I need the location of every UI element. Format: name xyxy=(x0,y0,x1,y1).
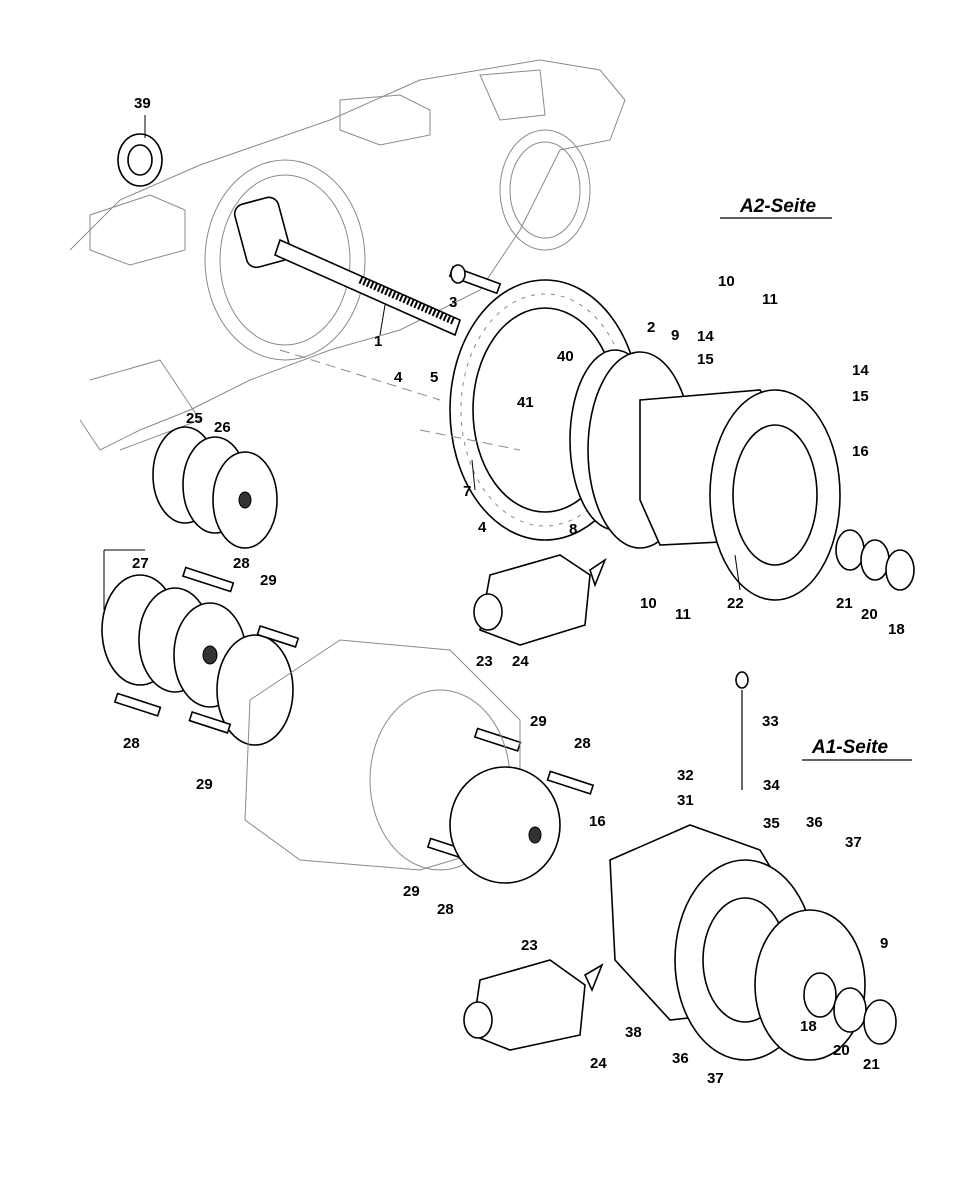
leader-lines xyxy=(279,349,521,451)
callout-35: 35 xyxy=(763,815,780,832)
callout-4: 4 xyxy=(478,519,487,536)
callout-36: 36 xyxy=(806,814,823,831)
callout-29: 29 xyxy=(530,713,547,730)
callout-15: 15 xyxy=(697,351,714,368)
callout-28: 28 xyxy=(437,901,454,918)
motor-23-a1 xyxy=(463,959,604,1051)
side-label-a2: A2-Seite xyxy=(720,196,832,219)
callouts: 39 3 1 2 9 40 41 4 5 10 11 14 15 14 15 1… xyxy=(123,95,905,1087)
rings-a1 xyxy=(803,972,897,1045)
housing-a1 xyxy=(609,824,866,1061)
callout-11: 11 xyxy=(675,606,691,623)
axle-housing xyxy=(69,59,626,451)
callout-23: 23 xyxy=(521,937,538,954)
callout-29: 29 xyxy=(196,776,213,793)
callout-26: 26 xyxy=(214,419,231,436)
housing-22 xyxy=(639,389,841,601)
callout-15: 15 xyxy=(852,388,869,405)
callout-5: 5 xyxy=(430,369,438,386)
dipstick-33 xyxy=(735,671,749,790)
callout-38: 38 xyxy=(625,1024,642,1041)
clutch-pack-25-26 xyxy=(152,426,278,549)
callout-31: 31 xyxy=(677,792,694,809)
callout-10: 10 xyxy=(718,273,735,290)
callout-8: 8 xyxy=(569,521,577,538)
clutch-pack-27 xyxy=(101,549,294,746)
bearing-39 xyxy=(117,115,163,187)
callout-28: 28 xyxy=(123,735,140,752)
callout-37: 37 xyxy=(707,1070,724,1087)
center-housing xyxy=(244,639,561,884)
callout-16: 16 xyxy=(852,443,869,460)
callout-3: 3 xyxy=(449,294,457,311)
callout-20: 20 xyxy=(833,1042,850,1059)
callout-29: 29 xyxy=(403,883,420,900)
callout-34: 34 xyxy=(763,777,780,794)
side-label-a1-text: A1-Seite xyxy=(811,737,888,758)
callout-28: 28 xyxy=(233,555,250,572)
callout-37: 37 xyxy=(845,834,862,851)
callout-24: 24 xyxy=(590,1055,607,1072)
side-label-a2-text: A2-Seite xyxy=(739,196,816,217)
callout-21: 21 xyxy=(863,1056,880,1073)
callout-18: 18 xyxy=(800,1018,817,1035)
callout-40: 40 xyxy=(557,348,574,365)
callout-36: 36 xyxy=(672,1050,689,1067)
callout-10: 10 xyxy=(640,595,657,612)
side-label-a1: A1-Seite xyxy=(802,737,912,761)
callout-1: 1 xyxy=(374,333,382,350)
callout-28: 28 xyxy=(574,735,591,752)
callout-18: 18 xyxy=(888,621,905,638)
callout-9: 9 xyxy=(671,327,679,344)
callout-21: 21 xyxy=(836,595,853,612)
callout-24: 24 xyxy=(512,653,529,670)
callout-25: 25 xyxy=(186,410,203,427)
callout-16: 16 xyxy=(589,813,606,830)
callout-9: 9 xyxy=(880,935,888,952)
callout-41: 41 xyxy=(517,394,534,411)
callout-22: 22 xyxy=(727,595,744,612)
callout-33: 33 xyxy=(762,713,779,730)
callout-23: 23 xyxy=(476,653,493,670)
callout-4: 4 xyxy=(394,369,403,386)
rings-a2 xyxy=(835,529,915,591)
callout-32: 32 xyxy=(677,767,694,784)
callout-7: 7 xyxy=(463,483,471,500)
callout-14: 14 xyxy=(852,362,869,379)
callout-29: 29 xyxy=(260,572,277,589)
shaft-1 xyxy=(233,196,461,337)
callout-39: 39 xyxy=(134,95,151,112)
callout-14: 14 xyxy=(697,328,714,345)
callout-11: 11 xyxy=(762,291,778,308)
callout-20: 20 xyxy=(861,606,878,623)
motor-23-a2 xyxy=(473,554,607,646)
bolt-3 xyxy=(448,264,502,295)
callout-27: 27 xyxy=(132,555,149,572)
callout-2: 2 xyxy=(647,319,655,336)
